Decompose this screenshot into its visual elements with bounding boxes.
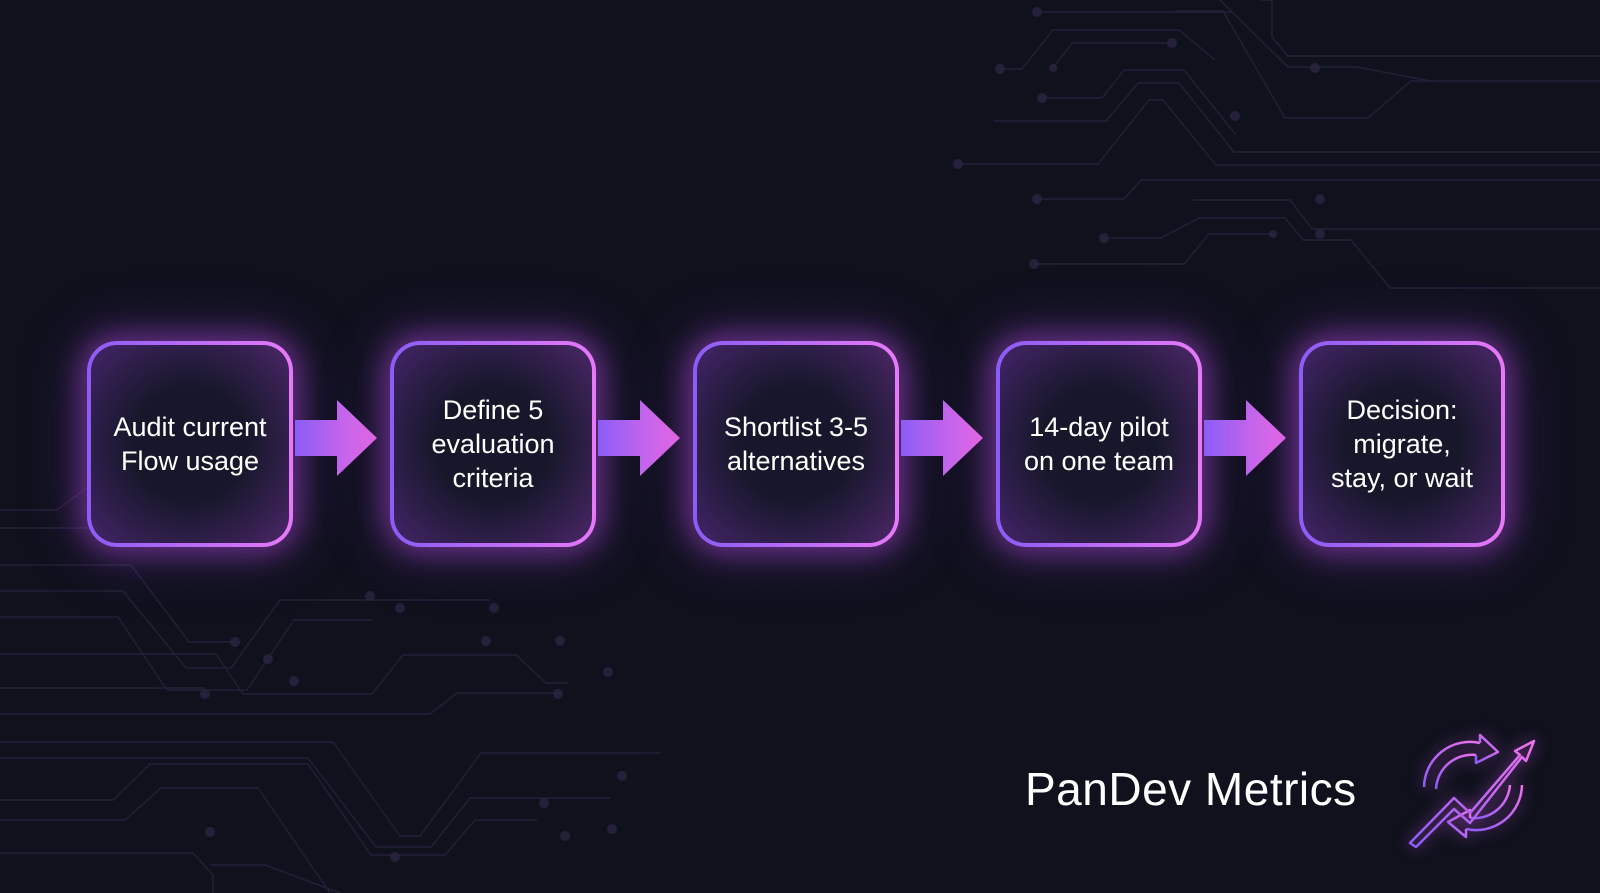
flow-step-2: Define 5 evaluation criteria: [390, 341, 596, 547]
step-5-label: Decision: migrate, stay, or wait: [1330, 395, 1474, 493]
step-1-label: Audit current Flow usage: [113, 412, 267, 476]
arrow-right-icon: [598, 400, 680, 476]
refresh-trend-arrow-icon: [1408, 733, 1536, 849]
flow-step-1: Audit current Flow usage: [87, 341, 293, 547]
flow-step-3: Shortlist 3-5 alternatives: [693, 341, 899, 547]
arrow-right-icon: [1204, 400, 1286, 476]
flow-step-4: 14-day pilot on one team: [996, 341, 1202, 547]
flow-step-5: Decision: migrate, stay, or wait: [1299, 341, 1505, 547]
arrow-right-icon: [295, 400, 377, 476]
step-4-label: 14-day pilot on one team: [1023, 412, 1175, 476]
step-2-label: Define 5 evaluation criteria: [431, 395, 555, 493]
brand-name: PanDev Metrics: [1025, 763, 1357, 815]
arrow-right-icon: [901, 400, 983, 476]
step-3-label: Shortlist 3-5 alternatives: [723, 412, 869, 476]
